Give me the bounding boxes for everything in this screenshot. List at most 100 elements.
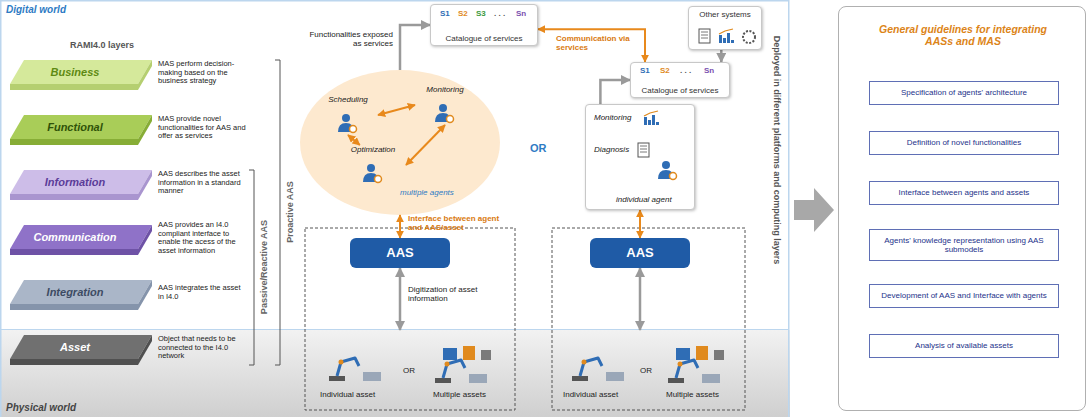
node-art (415, 85, 475, 125)
conveyor (469, 374, 487, 383)
interaction-arrow (399, 215, 401, 238)
node-text: Individual asset (320, 390, 375, 399)
machine-icon (481, 350, 491, 360)
document-icon (638, 143, 649, 157)
agent: Scheduling (318, 95, 378, 135)
gear-icon (743, 31, 755, 43)
guideline-box: Analysis of available assets (869, 334, 1059, 358)
deployment-dashed-box (552, 228, 745, 410)
guideline-box: Interface between agents and assets (869, 181, 1059, 205)
layer-side (138, 170, 152, 200)
node-text: General guidelines for integrating AASs … (873, 23, 1053, 47)
layer-side (138, 60, 152, 90)
node-text: Business (51, 66, 100, 79)
layer-front (10, 139, 138, 145)
conveyor (363, 372, 381, 381)
service-label: . . . (680, 66, 691, 75)
service-label: Sn (516, 9, 526, 18)
node-text: Multiple assets (433, 390, 486, 399)
annotation-text: AAS integrates the asset in I4.0 (158, 284, 246, 301)
node-art (10, 60, 152, 90)
service-label: S2 (660, 66, 670, 75)
robot-arm (337, 358, 359, 376)
node-text: OR (640, 366, 652, 375)
chart-bar (719, 35, 722, 43)
machine-icon (696, 346, 708, 360)
passive-bracket (249, 170, 254, 365)
annotation-text: Functionalities exposed as services (305, 30, 393, 48)
chart-line (644, 111, 658, 116)
node-text: Interface between agents and assets (899, 188, 1030, 197)
node-text: Diagnosis (594, 145, 629, 154)
agent-body (435, 113, 451, 122)
rami-layer: Integration (10, 280, 152, 310)
node-text: Analysis of available assets (915, 341, 1013, 350)
service-label: S1 (640, 66, 650, 75)
annotation-text: Deployed in different platforms and comp… (772, 25, 782, 275)
guideline-box: Definition of novel functionalities (869, 131, 1059, 155)
node-art (10, 115, 152, 145)
physical-world-area (0, 330, 790, 417)
node-text: Information (45, 176, 106, 189)
multi-agent-group: multiple agentsSchedulingMonitoringOptim… (300, 70, 500, 215)
node-text: Monitoring (594, 113, 631, 122)
service-arrow (720, 50, 723, 62)
annotation-text: Object that needs to be connected to the… (158, 335, 246, 361)
asset-group: Individual asset OR Multiple assets (315, 330, 505, 405)
interaction-arrow (639, 210, 641, 238)
node-text: Asset (60, 341, 90, 354)
multi-agent-ellipse (300, 70, 500, 215)
agent-head (662, 161, 670, 169)
service-arrow (400, 25, 430, 70)
physical-world-band: Physical worldAssetIndividual assetORMul… (0, 330, 790, 417)
aas-box: AAS (590, 238, 690, 268)
node-text: individual agent (616, 195, 672, 204)
machine-icon (443, 348, 457, 360)
annotation-text: MAS perform decision-making based on the… (158, 60, 246, 86)
chart-bar (652, 115, 655, 125)
annotation-text: OR (530, 142, 547, 155)
agent-head (342, 114, 350, 122)
chart-bar (648, 120, 651, 125)
annotation-text: MAS provide novel functionalities for AA… (158, 115, 246, 141)
layer-top (10, 60, 152, 84)
node-text: Specification of agents' architecture (901, 88, 1027, 97)
node-art (586, 105, 694, 209)
layer-top (10, 280, 152, 304)
agent-gear (375, 176, 382, 183)
node-text: OR (403, 366, 415, 375)
agent-head (439, 104, 447, 112)
transition-arrow (794, 188, 834, 232)
layer-side (138, 225, 152, 255)
chart-bar (727, 33, 730, 43)
edge-label: Digitization of asset information (408, 285, 500, 303)
service-label: S3 (476, 9, 486, 18)
service-catalogue: Catalogue of services (630, 62, 730, 98)
node-text: Other systems (699, 10, 751, 19)
chart-bar (723, 38, 726, 43)
rami-layer: Asset (10, 335, 152, 365)
robot-arm (676, 360, 698, 378)
rami-layer: Communication (10, 225, 152, 255)
service-arrow (399, 268, 402, 330)
chart-line (719, 29, 733, 34)
service-catalogue: Catalogue of services (430, 4, 538, 46)
agent-body (338, 123, 354, 132)
node-art (10, 280, 152, 310)
robot-joint (582, 360, 587, 365)
edge-label: Communication via services (556, 34, 642, 52)
layer-front (10, 249, 138, 255)
document-line (701, 35, 708, 36)
interaction-arrow (348, 135, 360, 145)
layer-top (10, 335, 152, 359)
layer-top (10, 170, 152, 194)
agent-gear (350, 126, 357, 133)
document-line (701, 38, 708, 39)
layer-top (10, 115, 152, 139)
rami-layer: Functional (10, 115, 152, 145)
layer-front (10, 194, 138, 200)
